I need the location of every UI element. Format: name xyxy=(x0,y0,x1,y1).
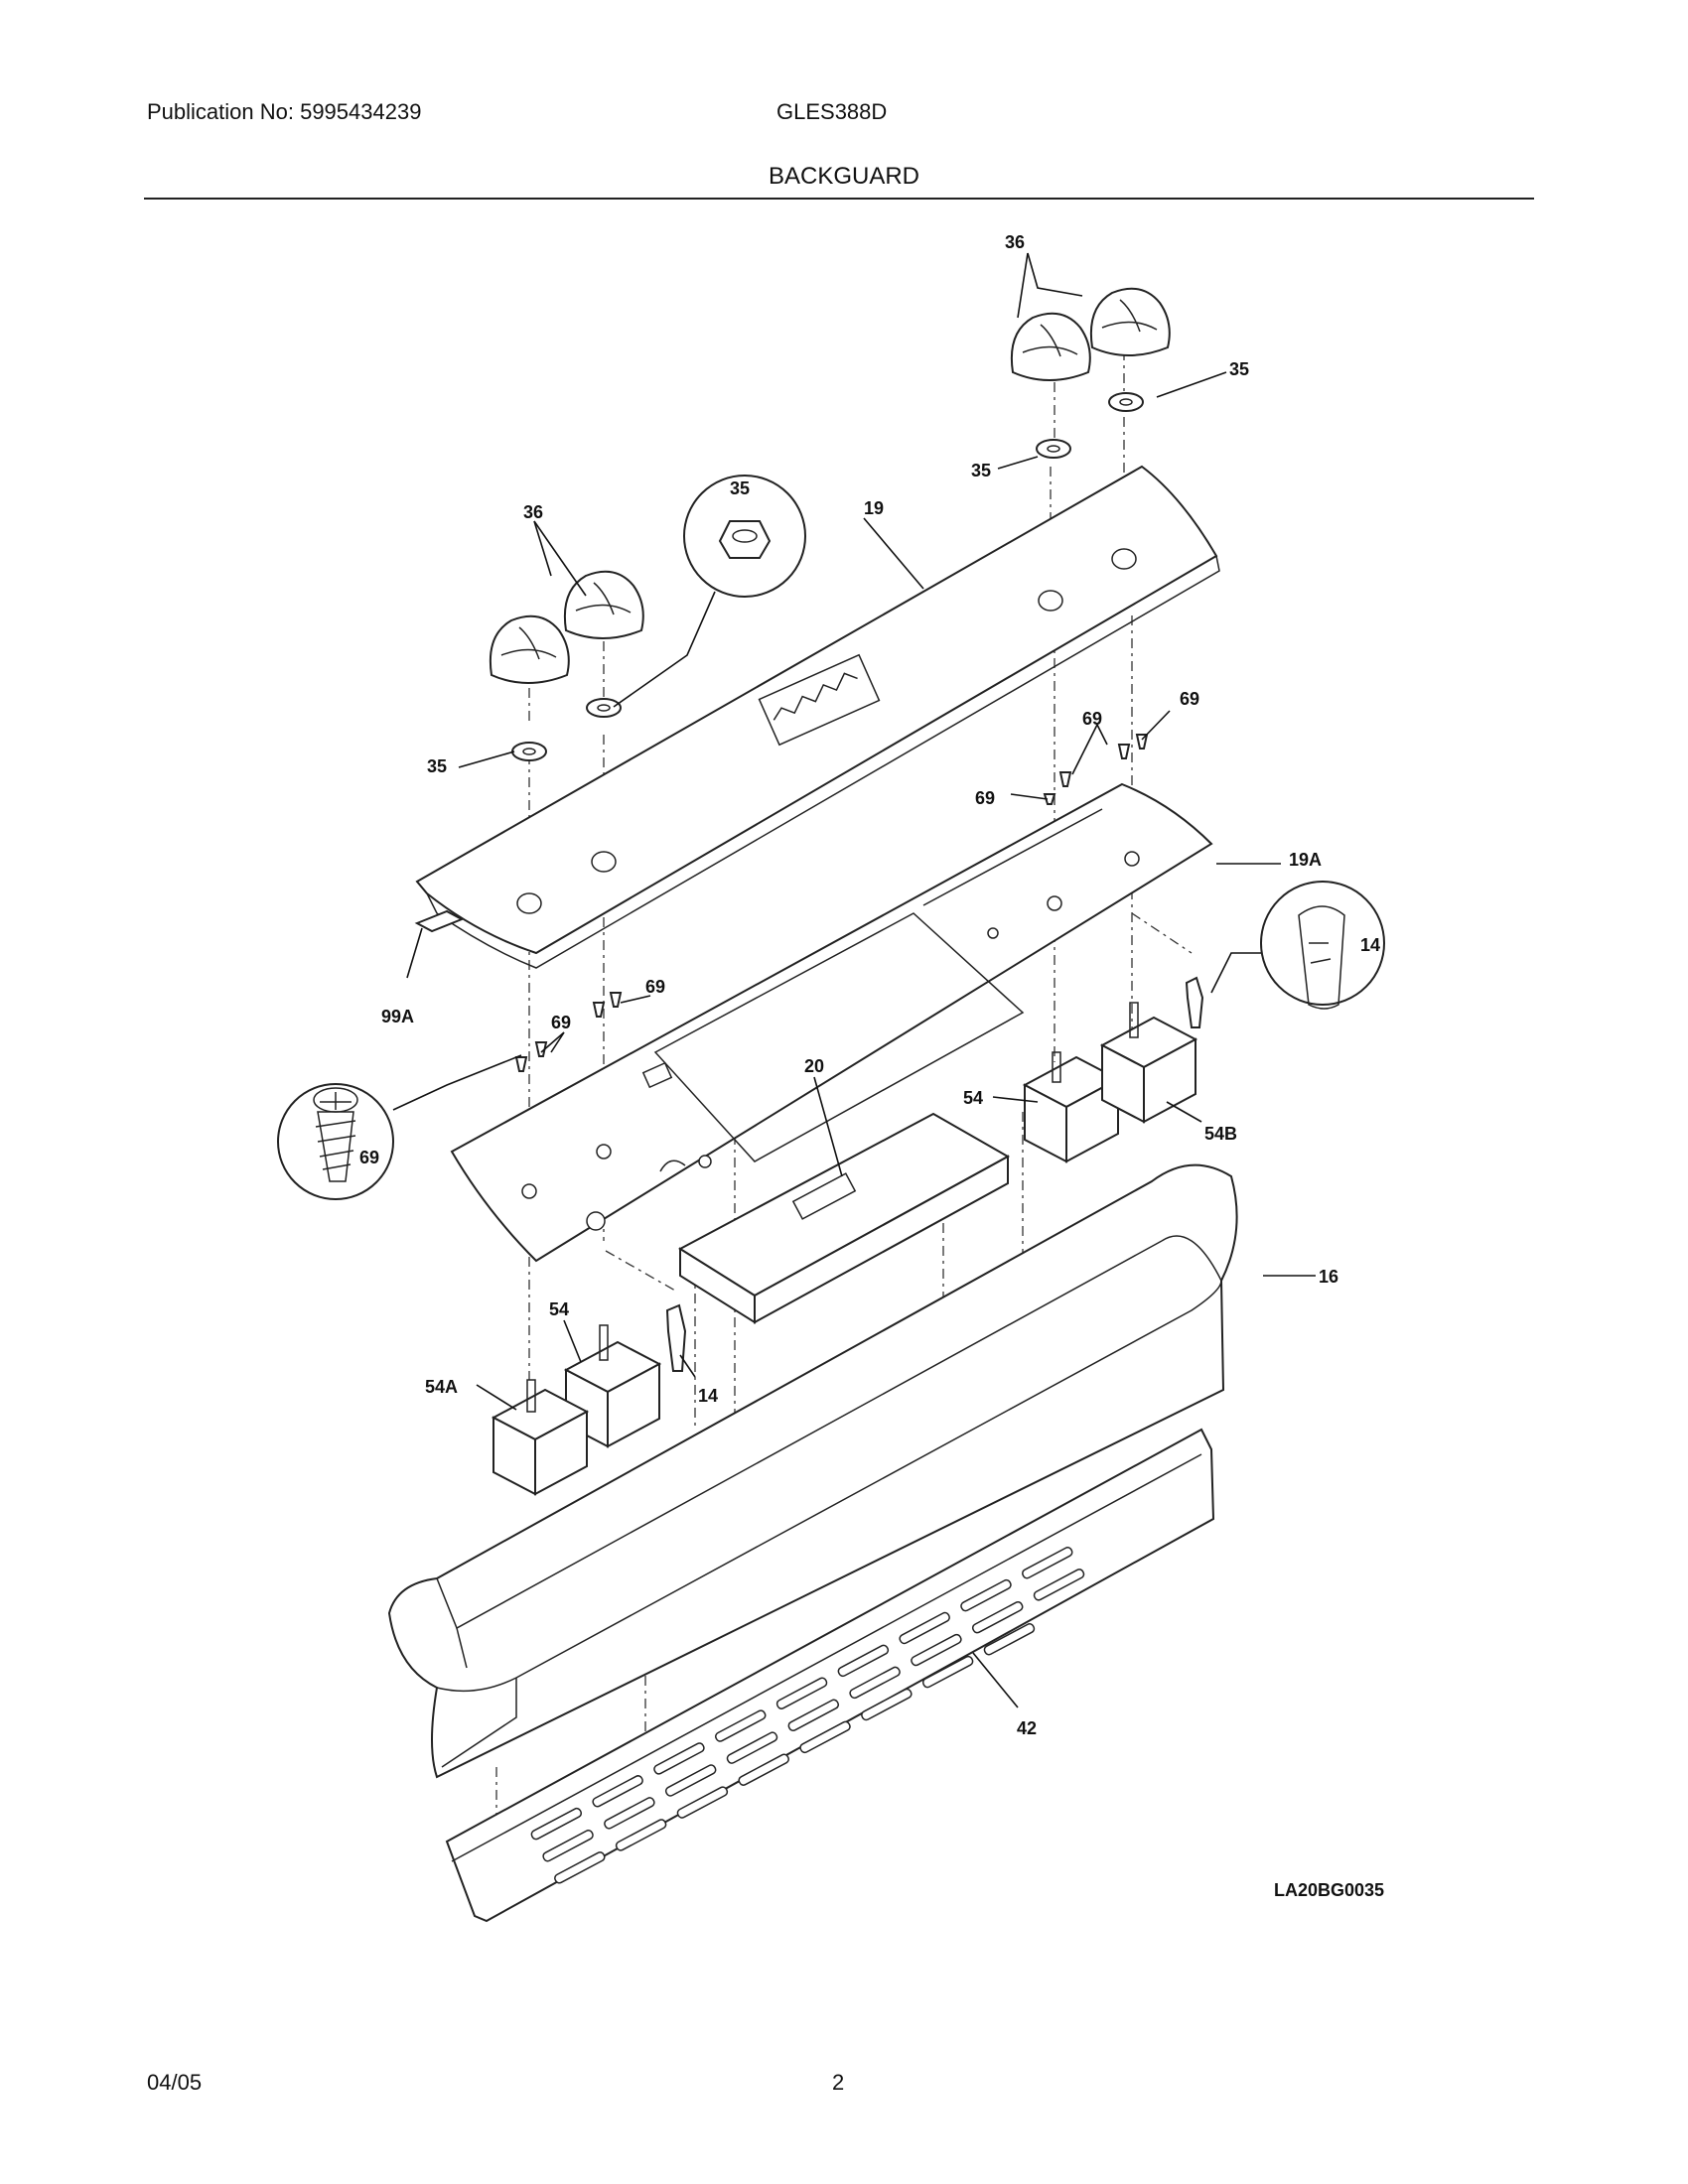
screw xyxy=(1043,793,1056,805)
screw xyxy=(514,1056,528,1072)
vent-slots xyxy=(530,1547,1085,1884)
washer xyxy=(586,698,622,718)
overlay-strip xyxy=(414,909,465,933)
vent-grille xyxy=(445,1428,1215,1923)
detail-circle-screw xyxy=(277,1054,522,1200)
callout-42: 42 xyxy=(1017,1718,1037,1738)
callout-69: 69 xyxy=(1082,709,1102,729)
detail-circle-nut xyxy=(613,475,806,708)
callout-35: 35 xyxy=(1229,359,1249,379)
screw xyxy=(609,992,623,1008)
page-title: BACKGUARD xyxy=(768,163,920,190)
callout-54b: 54B xyxy=(1204,1124,1237,1144)
callout-16: 16 xyxy=(1319,1267,1338,1287)
callout-69: 69 xyxy=(551,1013,571,1032)
header-divider xyxy=(144,198,1534,200)
callout-20: 20 xyxy=(804,1056,824,1076)
washer xyxy=(1036,439,1071,459)
wire-terminal xyxy=(665,1303,687,1372)
callout-54: 54 xyxy=(549,1299,569,1319)
leader-lines xyxy=(406,252,1316,1708)
model-number: GLES388D xyxy=(776,99,888,124)
callout-35: 35 xyxy=(971,461,991,480)
callout-36: 36 xyxy=(523,502,543,522)
callout-35: 35 xyxy=(427,756,447,776)
screw xyxy=(592,1002,606,1018)
callout-14: 14 xyxy=(698,1386,718,1406)
callout-14: 14 xyxy=(1360,935,1380,955)
washer xyxy=(1108,392,1144,412)
callout-36: 36 xyxy=(1005,232,1025,252)
callout-54a: 54A xyxy=(425,1377,458,1397)
control-knob xyxy=(1010,312,1091,381)
wire-terminal xyxy=(1185,976,1204,1028)
infinite-switch xyxy=(491,1379,590,1496)
callout-69: 69 xyxy=(359,1148,379,1167)
infinite-switch xyxy=(1099,1002,1198,1124)
callout-54: 54 xyxy=(963,1088,983,1108)
callout-35: 35 xyxy=(730,478,750,498)
publication-number: Publication No: 5995434239 xyxy=(147,99,422,124)
washer xyxy=(511,742,547,761)
control-knob xyxy=(563,570,644,639)
page-number: 2 xyxy=(832,2070,845,2095)
detail-circle-terminal xyxy=(1210,881,1385,1010)
callout-69: 69 xyxy=(975,788,995,808)
publication-date: 04/05 xyxy=(147,2070,203,2095)
electronic-oven-control xyxy=(678,1112,1011,1324)
backguard-housing xyxy=(387,1163,1238,1779)
callout-99a: 99A xyxy=(381,1007,414,1026)
control-knob xyxy=(489,614,570,684)
control-knob xyxy=(1089,287,1171,356)
callout-19a: 19A xyxy=(1289,850,1322,870)
screw xyxy=(1117,744,1131,759)
callout-19: 19 xyxy=(864,498,884,518)
mounting-bracket xyxy=(450,782,1213,1263)
screw xyxy=(534,1041,548,1057)
drawing-code: LA20BG0035 xyxy=(1274,1880,1384,1900)
callout-69: 69 xyxy=(1180,689,1199,709)
screw xyxy=(1058,771,1072,787)
callout-69: 69 xyxy=(645,977,665,997)
